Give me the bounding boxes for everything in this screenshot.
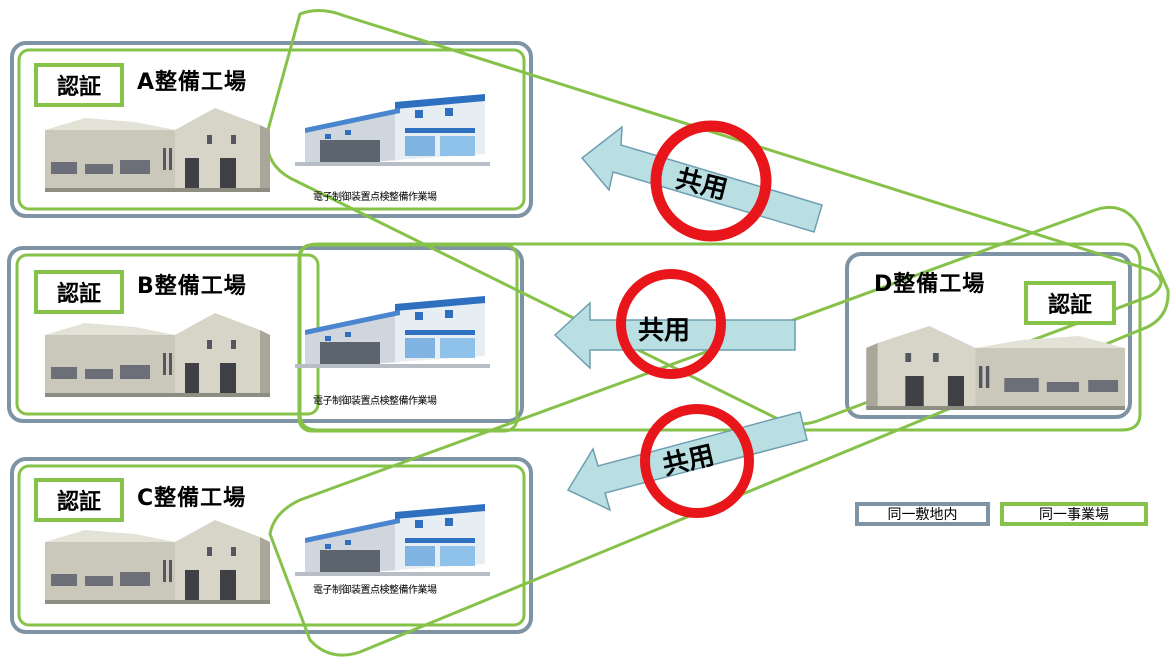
factory-title-d: D整備工場 [874, 272, 986, 297]
same-site-box-a [10, 41, 533, 218]
workshop-caption-a: 電子制御装置点検整備作業場 [313, 192, 437, 203]
factory-title-a: A整備工場 [137, 70, 248, 95]
cert-badge-b: 認証 [34, 270, 124, 314]
shared-circle-c [640, 404, 754, 518]
same-business-box-c [17, 464, 526, 627]
same-business-box-a [17, 48, 526, 211]
cert-badge-a: 認証 [34, 63, 124, 107]
workshop-caption-c: 電子制御装置点検整備作業場 [313, 585, 437, 596]
same-site-box-b [7, 246, 524, 423]
repair-shop-building-c [45, 520, 270, 604]
factory-title-b: B整備工場 [137, 274, 247, 299]
legend-same-site-label: 同一敷地内 [887, 507, 958, 523]
cert-label-a: 認証 [56, 75, 101, 100]
cert-label-b: 認証 [56, 282, 101, 307]
same-business-span-c [268, 205, 1170, 657]
repair-shop-building-b [45, 313, 270, 397]
same-business-span-b [298, 242, 1142, 432]
factory-title-c: C整備工場 [137, 486, 247, 511]
inspection-workshop-building-a [295, 94, 490, 166]
shared-arrow-b [553, 301, 796, 370]
inspection-workshop-building-b [295, 296, 490, 368]
cert-badge-d: 認証 [1024, 281, 1116, 325]
same-business-span-a [265, 9, 1163, 426]
shared-circle-a [650, 120, 772, 242]
cert-label-c: 認証 [56, 490, 101, 515]
legend-same-site: 同一敷地内 [855, 502, 990, 526]
shared-circle-b [616, 269, 726, 379]
cert-badge-c: 認証 [34, 478, 124, 522]
legend-same-business: 同一事業場 [1000, 502, 1148, 526]
repair-shop-building-a [45, 108, 270, 192]
cert-label-d: 認証 [1047, 293, 1092, 318]
inspection-workshop-building-c [295, 504, 490, 576]
repair-shop-building-d [866, 326, 1125, 410]
same-site-box-c [10, 457, 533, 634]
legend-same-business-label: 同一事業場 [1039, 507, 1109, 523]
shared-label-b: 共用 [638, 316, 691, 346]
workshop-caption-b: 電子制御装置点検整備作業場 [313, 396, 437, 407]
